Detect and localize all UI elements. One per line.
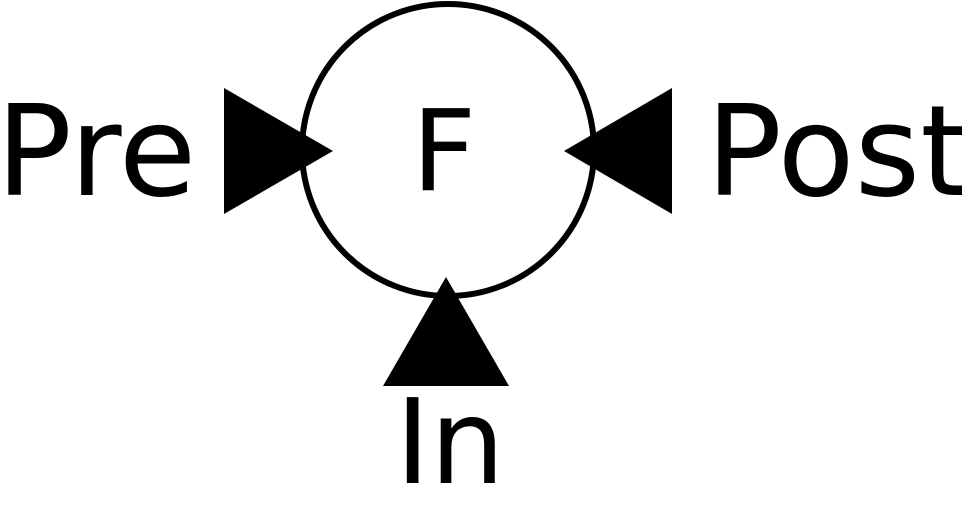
post-arrow-icon	[564, 88, 672, 214]
in-arrow-icon	[383, 277, 509, 386]
post-label: Post	[706, 78, 962, 225]
pre-label: Pre	[0, 78, 196, 225]
in-label: In	[395, 373, 505, 511]
function-label: F	[412, 87, 476, 217]
pre-arrow-icon	[224, 88, 333, 214]
